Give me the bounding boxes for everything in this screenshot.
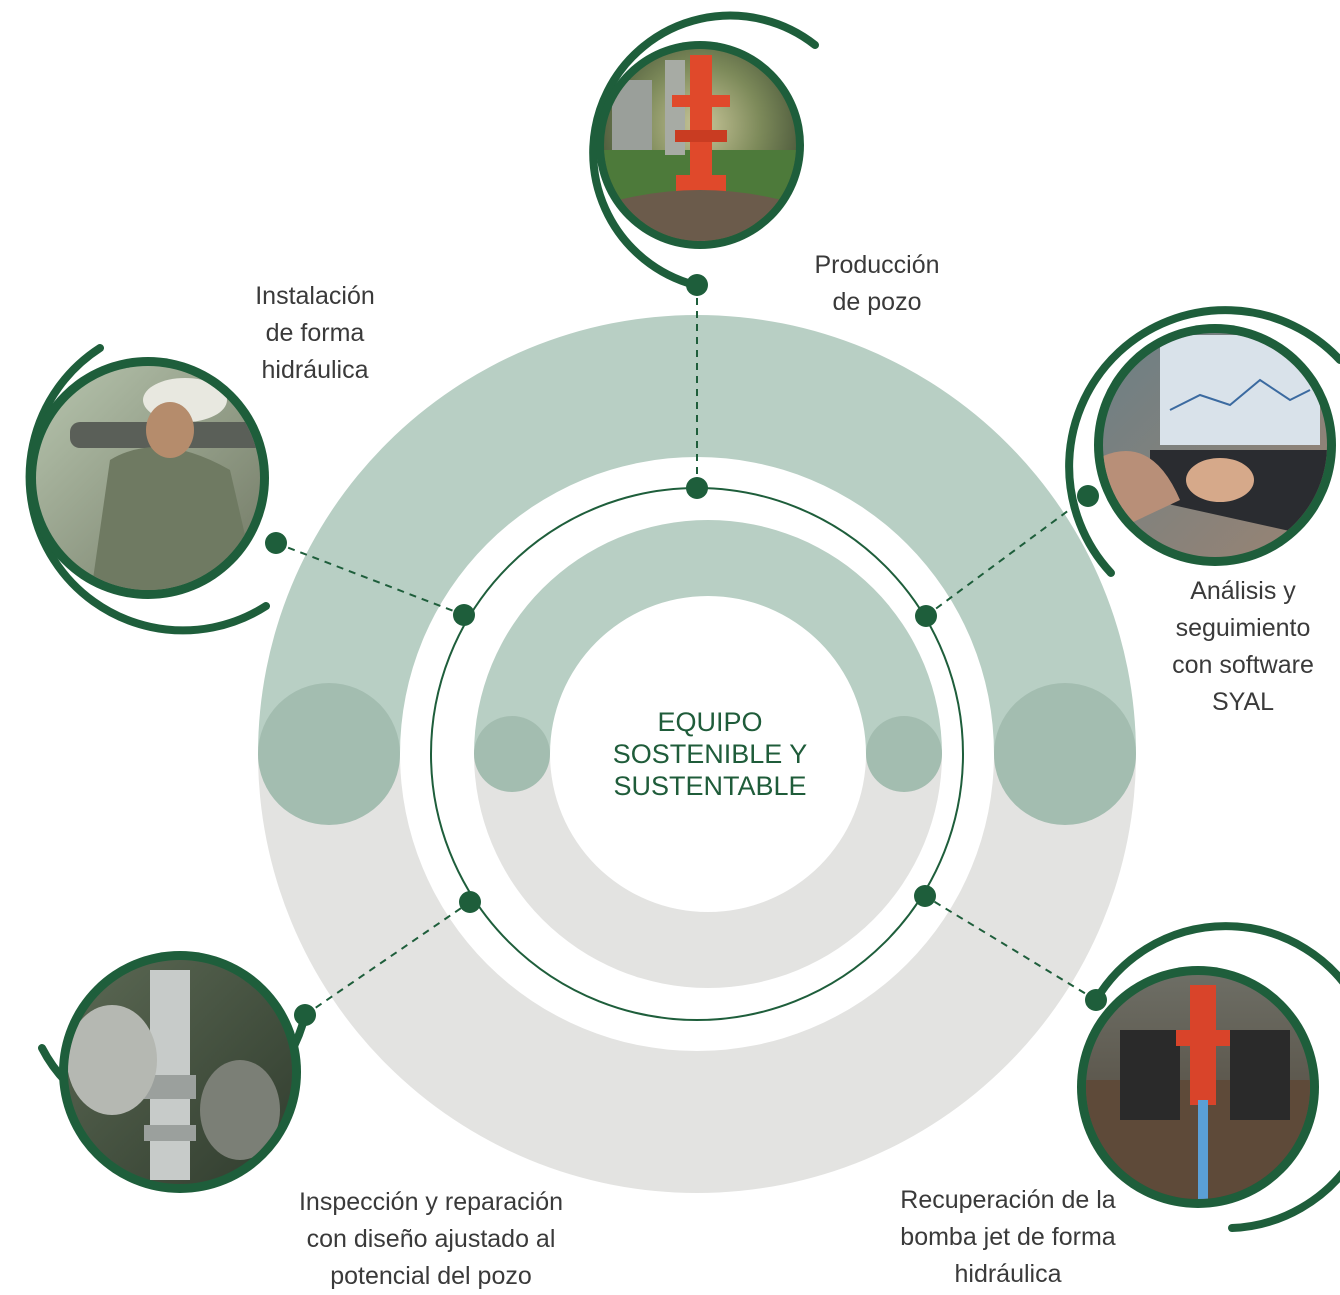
node-left	[25, 344, 287, 635]
node-top	[589, 11, 819, 296]
label-bottom-left: Inspección y reparación con diseño ajust…	[272, 1184, 590, 1295]
label-top: Producción de pozo	[770, 247, 984, 321]
node-right	[1065, 306, 1340, 577]
label-right-line1: Análisis y	[1190, 577, 1296, 605]
label-bottom-right-line3: hidráulica	[954, 1260, 1062, 1288]
inner-ring	[474, 520, 942, 988]
node-bottom-right	[1077, 922, 1340, 1232]
connectors	[275, 285, 1097, 1016]
label-left-line1: Instalación	[255, 282, 375, 310]
center-title: EQUIPO SOSTENIBLE Y SUSTENTABLE	[597, 706, 823, 802]
label-right: Análisis y seguimiento con software SYAL	[1148, 573, 1338, 721]
label-bottom-right-line2: bomba jet de forma	[900, 1223, 1116, 1251]
label-bottom-left-line1: Inspección y reparación	[298, 1188, 564, 1216]
label-left-line2: de forma	[265, 319, 365, 347]
label-bottom-left-line2: con diseño ajustado al	[306, 1225, 556, 1253]
label-right-line2: seguimiento	[1175, 614, 1311, 642]
label-bottom-right-line1: Recuperación de la	[900, 1186, 1116, 1214]
label-top-line2: de pozo	[832, 288, 922, 316]
label-bottom-right: Recuperación de la bomba jet de forma hi…	[868, 1182, 1148, 1293]
inspection-tool-photo-icon	[68, 960, 292, 1184]
center-title-line1: EQUIPO	[657, 707, 763, 737]
label-left-line3: hidráulica	[261, 356, 369, 384]
ring-dots	[453, 477, 937, 913]
jet-pump-photo-icon	[1086, 975, 1310, 1199]
label-top-line1: Producción	[814, 251, 940, 279]
worker-carrying-pipe-photo-icon	[36, 366, 260, 590]
node-bottom-left	[38, 951, 316, 1193]
label-bottom-left-line3: potencial del pozo	[330, 1262, 532, 1290]
outer-ring	[258, 315, 1136, 1193]
label-right-line3: con software	[1172, 651, 1314, 679]
center-title-line2: SOSTENIBLE Y	[612, 739, 808, 769]
label-left: Instalación de forma hidráulica	[210, 278, 420, 389]
label-right-line4: SYAL	[1211, 688, 1275, 716]
center-title-line3: SUSTENTABLE	[613, 771, 807, 801]
